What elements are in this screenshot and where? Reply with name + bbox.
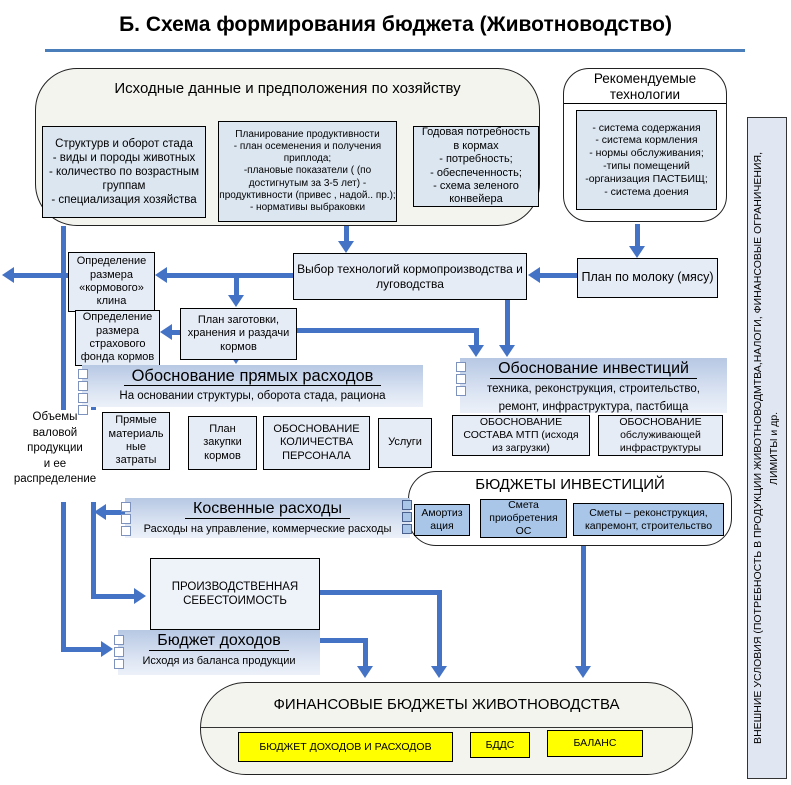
tech-choice-box: Выбор технологий кормопроизводства и луг…	[293, 253, 527, 300]
arrowhead-final-1	[357, 666, 373, 678]
path-direct-to-cost-h	[91, 594, 136, 599]
indirect-costs-tabs	[121, 502, 131, 536]
arrowhead-feedlogistics	[228, 295, 244, 307]
arrow-indirect-to-costline	[106, 510, 125, 515]
feed-wedge-box: Определение размера «кормового» клина	[68, 252, 155, 312]
service-infrastructure-box: ОБОСНОВАНИЕ обслуживающей инфраструктуры	[598, 415, 723, 456]
path-direct-to-cost-v	[91, 406, 96, 599]
income-budget-subtitle: Исходя из баланса продукции	[142, 654, 296, 667]
indirect-costs-header: Косвенные расходы Расходы на управление,…	[125, 498, 410, 538]
recommended-tech-title: Рекомендуемые технологии	[593, 71, 697, 102]
investments-title: Обоснование инвестиций	[490, 360, 697, 379]
productivity-planning-box: Планирование продуктивности - план осеме…	[218, 121, 397, 222]
arrowhead-offpage-left	[2, 267, 14, 283]
investments-subtitle: техника, реконструкция, строительство, р…	[487, 382, 700, 413]
arrowhead-into-income-budget	[101, 641, 113, 657]
investment-budgets-tabs	[402, 500, 412, 534]
branch-to-feedlogistics	[234, 273, 239, 296]
investments-tabs	[456, 362, 466, 396]
arrowhead-final-2	[431, 666, 447, 678]
source-data-header: Исходные данные и предположения по хозяй…	[114, 80, 461, 97]
indirect-costs-title: Косвенные расходы	[185, 500, 350, 519]
arrowhead-invest-2	[499, 345, 515, 357]
indirect-costs-subtitle: Расходы на управление, коммерческие расх…	[143, 522, 392, 535]
arrowhead-milkplan	[629, 246, 645, 258]
main-gross-output-line-bottom	[61, 500, 66, 652]
milk-meat-plan-box: План по молоку (мясу)	[577, 258, 718, 298]
staff-count-box: ОБОСНОВАНИЕ КОЛИЧЕСТВА ПЕРСОНАЛА	[263, 416, 370, 470]
investments-header: Обоснование инвестиций техника, реконстр…	[460, 358, 727, 413]
income-budget-tabs	[114, 635, 124, 669]
insurance-fund-box: Определение размера страхового фонда кор…	[75, 310, 160, 366]
amortization-box: Амортиз ация	[414, 504, 470, 536]
construction-estimates-box: Сметы – реконструкция, капремонт, строит…	[573, 503, 724, 536]
feed-purchase-plan-box: План закупки кормов	[188, 416, 257, 470]
path-logistics-to-invest-v	[474, 328, 479, 347]
annual-feed-need-box: Годовая потребность в кормах - потребнос…	[413, 126, 539, 207]
arrowhead-feedwedge	[155, 267, 167, 283]
path-cost-to-final-h	[320, 590, 442, 595]
direct-materials-box: Прямые материаль ные затраты	[102, 412, 170, 470]
direct-costs-title: Обоснование прямых расходов	[123, 367, 382, 387]
gross-output-label: Объемы валовой продукции и ее распределе…	[3, 410, 107, 502]
investment-budgets-title: БЮДЖЕТЫ ИНВЕСТИЦИЙ	[475, 476, 665, 493]
arrow-techchoice-to-feedwedge	[167, 273, 293, 278]
main-line-bend-to-income	[61, 647, 103, 652]
path-income-to-final-v	[363, 638, 368, 668]
direct-costs-subtitle: На основании структуры, оборота стада, р…	[119, 390, 386, 403]
arrowhead-techchoice-right	[528, 267, 540, 283]
arrow-feedwedge-offpage	[14, 273, 68, 278]
income-budget-header: Бюджет доходов Исходя из баланса продукц…	[118, 630, 320, 675]
path-techchoice-to-invest	[505, 300, 510, 347]
direct-costs-tabs	[78, 369, 88, 415]
arrowhead-invest-1	[468, 345, 484, 357]
path-logistics-to-invest-h	[297, 328, 479, 333]
arrowhead-insurance	[160, 324, 172, 340]
services-box: Услуги	[378, 418, 432, 468]
arrowhead-techchoice	[338, 241, 354, 253]
arrowhead-final-3	[575, 666, 591, 678]
arrow-milkplan-to-techchoice	[540, 273, 577, 278]
arrow-logistics-to-insurance	[172, 330, 180, 335]
title-underline	[45, 49, 745, 52]
production-cost-box: ПРОИЗВОДСТВЕННАЯ СЕБЕСТОИМОСТЬ	[150, 558, 320, 630]
balance-box: БАЛАНС	[547, 730, 643, 757]
arrow-productivity-to-techchoice	[344, 226, 349, 243]
mtp-composition-box: ОБОСНОВАНИЕ СОСТАВА МТП (исходя из загру…	[452, 415, 590, 456]
path-cost-to-final-v	[437, 590, 442, 668]
financial-budgets-title: ФИНАНСОВЫЕ БЮДЖЕТЫ ЖИВОТНОВОДСТВА	[273, 696, 620, 713]
financial-budgets-divider	[201, 727, 692, 728]
direct-costs-header: Обоснование прямых расходов На основании…	[82, 365, 423, 407]
income-budget-title: Бюджет доходов	[149, 632, 289, 651]
arrow-recommended-to-milkplan	[635, 224, 640, 247]
income-expense-budget-box: БЮДЖЕТ ДОХОДОВ И РАСХОДОВ	[238, 732, 453, 762]
recommended-tech-divider	[564, 103, 726, 104]
page-title: Б. Схема формирования бюджета (Животново…	[119, 13, 672, 36]
external-conditions-text: ВНЕШНИЕ УСЛОВИЯ (ПОТРЕБНОСТЬ В ПРОДУКЦИИ…	[752, 152, 780, 744]
recommended-tech-list: - система содержания - система кормления…	[576, 110, 717, 210]
main-gross-output-line-top	[61, 226, 66, 412]
arrowhead-costline	[94, 504, 106, 520]
fixed-assets-estimate-box: Смета приобретения ОС	[480, 499, 567, 538]
herd-structure-box: Структурв и оборот стада - виды и породы…	[42, 126, 206, 218]
arrowhead-cost	[134, 588, 146, 604]
bdds-box: БДДС	[470, 732, 530, 758]
external-conditions-sidebar: ВНЕШНИЕ УСЛОВИЯ (ПОТРЕБНОСТЬ В ПРОДУКЦИИ…	[747, 117, 787, 779]
feed-logistics-box: План заготовки, хранения и раздачи кормо…	[180, 308, 297, 360]
path-investbudgets-to-final	[581, 546, 586, 668]
path-income-to-final-h	[320, 638, 368, 643]
